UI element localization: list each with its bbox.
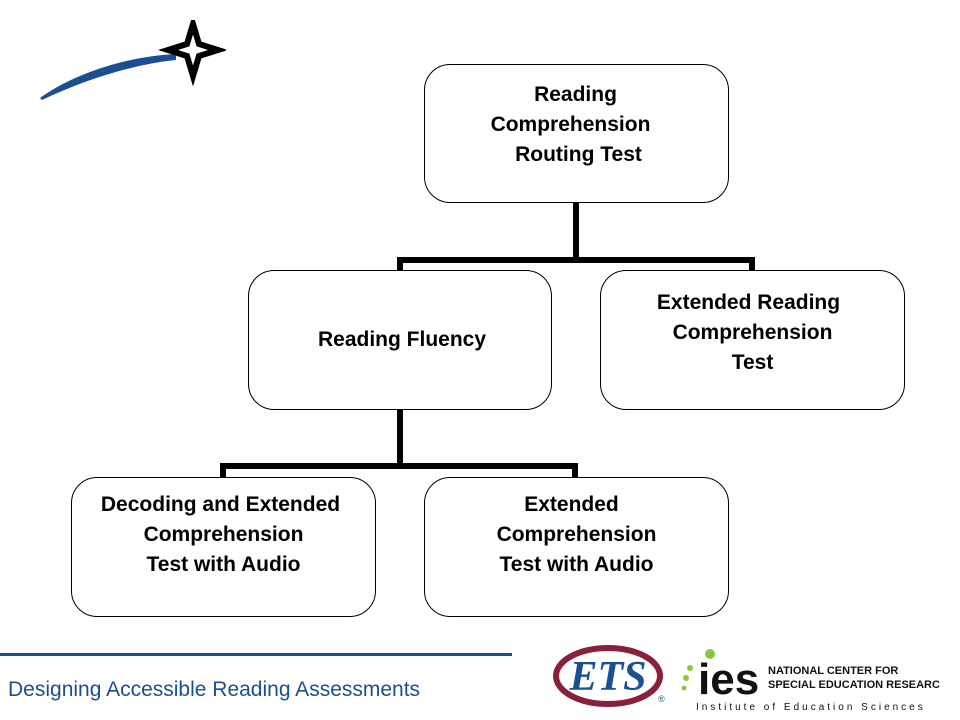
- connector-decoding-up: [220, 463, 226, 478]
- connector-fluency-up: [397, 257, 403, 271]
- svg-text:NATIONAL CENTER FOR: NATIONAL CENTER FOR: [768, 665, 898, 677]
- svg-text:SPECIAL EDUCATION RESEARCH: SPECIAL EDUCATION RESEARCH: [768, 679, 940, 691]
- connector-level2-bar: [220, 463, 578, 469]
- footer-title: Designing Accessible Reading Assessments: [8, 678, 421, 701]
- node-reading-fluency: Reading Fluency: [248, 270, 552, 410]
- connector-fluency-down: [397, 409, 403, 468]
- svg-text:ETS: ETS: [568, 654, 646, 700]
- connector-level1-bar: [397, 257, 755, 263]
- connector-extended-up: [749, 257, 755, 271]
- svg-text:®: ®: [658, 694, 665, 704]
- ets-logo: ETS ®: [553, 645, 665, 707]
- footer-rule: [0, 653, 512, 656]
- ies-logo: ies NATIONAL CENTER FOR SPECIAL EDUCATIO…: [681, 649, 940, 713]
- connector-extcomp-up: [572, 463, 578, 478]
- node-decoding-extended-comprehension-test: Decoding and Extended Comprehension Test…: [71, 477, 376, 617]
- connector-root-down: [573, 202, 579, 260]
- svg-text:Institute of Education Science: Institute of Education Sciences: [696, 702, 926, 713]
- node-reading-comprehension-routing-test: Reading Comprehension Routing Test: [424, 64, 729, 203]
- svg-text:ies: ies: [698, 655, 759, 704]
- node-extended-comprehension-test: Extended Comprehension Test with Audio: [424, 477, 729, 617]
- star-swoosh-logo: [40, 20, 226, 100]
- node-extended-reading-comprehension-test: Extended Reading Comprehension Test: [600, 270, 905, 410]
